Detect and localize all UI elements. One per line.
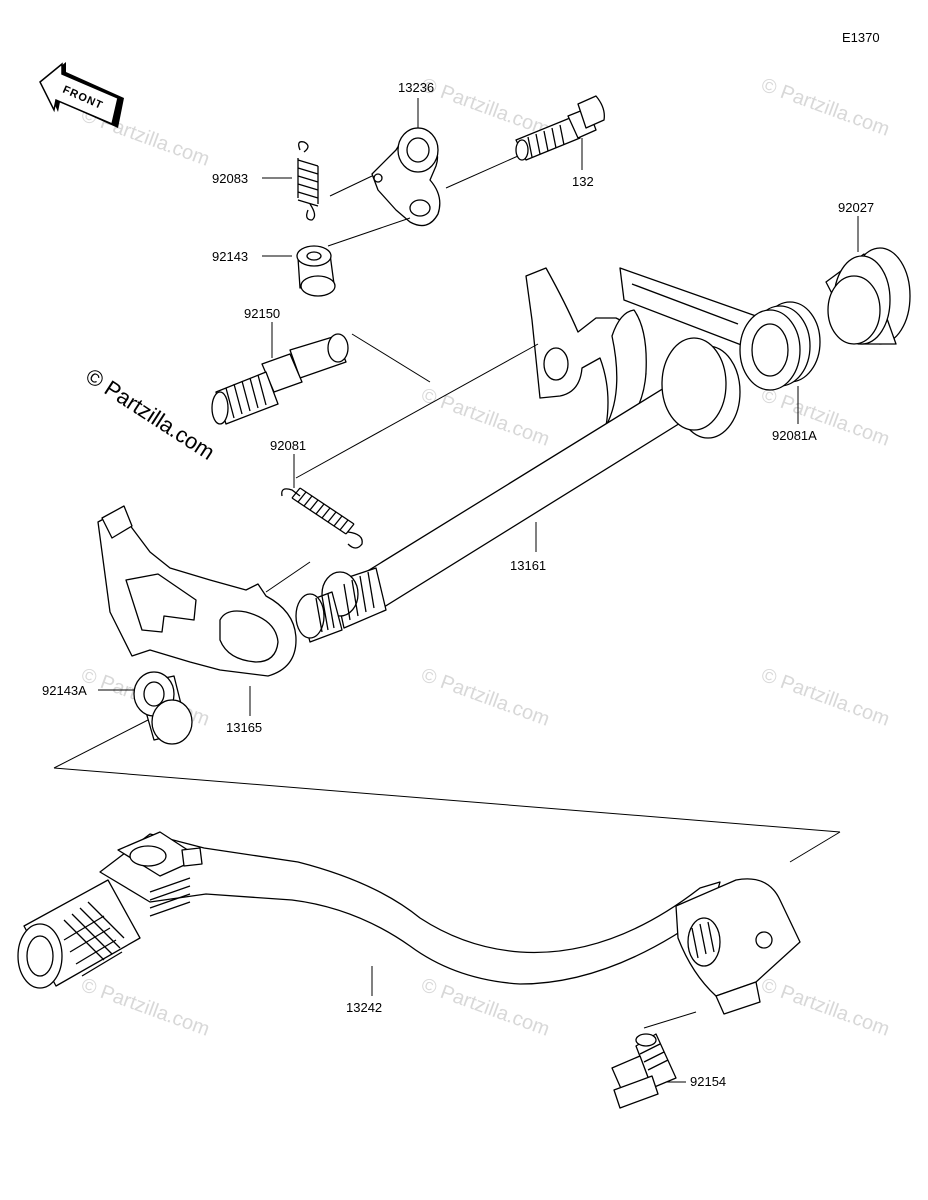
- part-label-13242[interactable]: 13242: [346, 1000, 382, 1015]
- part-label-13236[interactable]: 13236: [398, 80, 434, 95]
- watermark: © Partzilla.com: [758, 974, 892, 1041]
- part-label-92027[interactable]: 92027: [838, 200, 874, 215]
- part-92081A-spring[interactable]: [739, 301, 821, 391]
- watermark: © Partzilla.com: [78, 974, 212, 1041]
- part-92027-collar[interactable]: [825, 247, 911, 345]
- part-13165-lever[interactable]: [97, 505, 297, 677]
- diagram-code: E1370: [842, 30, 880, 45]
- part-label-92143A[interactable]: 92143A: [42, 683, 87, 698]
- part-92083-spring[interactable]: [297, 141, 319, 221]
- part-label-132[interactable]: 132: [572, 174, 594, 189]
- part-92081-spring[interactable]: [281, 487, 363, 549]
- part-92143A-collar[interactable]: [133, 671, 193, 745]
- part-label-92081[interactable]: 92081: [270, 438, 306, 453]
- watermark: © Partzilla.com: [758, 664, 892, 731]
- part-92150-bolt[interactable]: [211, 333, 349, 425]
- part-label-13161[interactable]: 13161: [510, 558, 546, 573]
- part-13161-shaft[interactable]: [295, 267, 757, 643]
- watermark: © Partzilla.com: [418, 74, 552, 141]
- part-label-92150[interactable]: 92150: [244, 306, 280, 321]
- part-92143-collar[interactable]: [296, 245, 336, 297]
- part-13236-plate[interactable]: [371, 127, 441, 227]
- front-arrow-icon: FRONT: [39, 62, 124, 128]
- watermark: © Partzilla.com: [418, 384, 552, 451]
- watermark: © Partzilla.com: [758, 74, 892, 141]
- part-label-92154[interactable]: 92154: [690, 1074, 726, 1089]
- part-13242-pedal[interactable]: [17, 831, 801, 1015]
- group-divider: [789, 831, 841, 863]
- part-132-bolt[interactable]: [515, 95, 605, 161]
- part-label-13165[interactable]: 13165: [226, 720, 262, 735]
- part-label-92081A[interactable]: 92081A: [772, 428, 817, 443]
- group-divider: [53, 767, 841, 833]
- part-label-92143[interactable]: 92143: [212, 249, 248, 264]
- group-divider: [53, 719, 149, 769]
- watermark: © Partzilla.com: [418, 664, 552, 731]
- part-92154-bolt[interactable]: [611, 1033, 677, 1109]
- copyright-text: © Partzilla.com: [81, 363, 219, 465]
- part-label-92083[interactable]: 92083: [212, 171, 248, 186]
